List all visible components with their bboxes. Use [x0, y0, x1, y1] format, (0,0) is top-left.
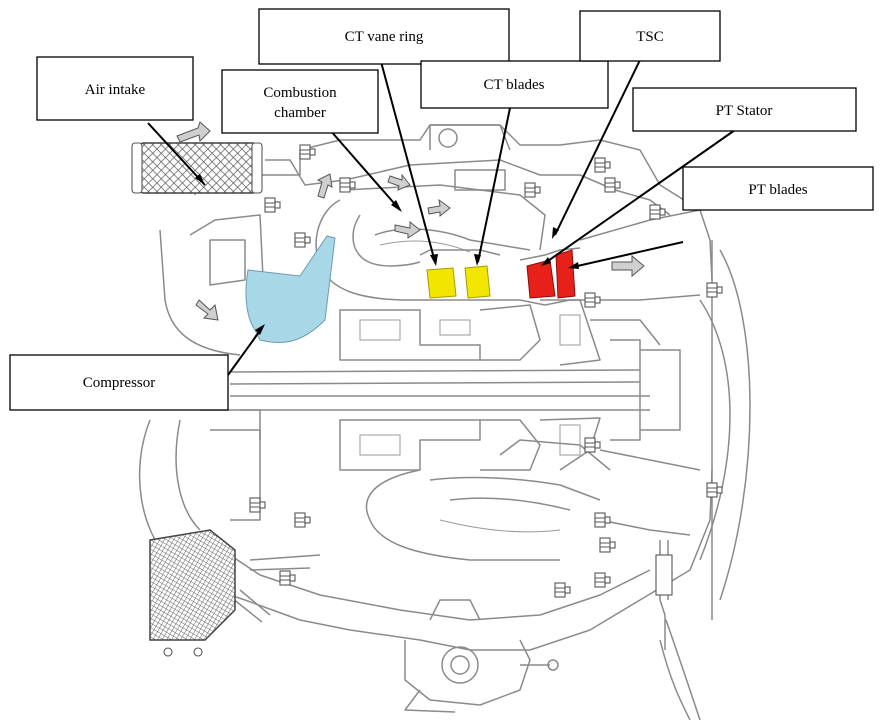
- flow-arrow-icon: [195, 299, 219, 321]
- label-air-intake: Air intake: [36, 56, 194, 121]
- engine-drawing: [138, 124, 751, 720]
- flow-arrow-icon: [427, 198, 451, 218]
- flow-arrow-icon: [176, 121, 211, 143]
- label-tsc-text: TSC: [636, 29, 664, 45]
- lower-intake-filter: [149, 529, 236, 641]
- pt-blades-highlight: [555, 249, 576, 299]
- label-combustion-chamber: Combustion chamber: [221, 69, 379, 134]
- label-compressor-text: Compressor: [83, 375, 156, 391]
- flow-arrow-icon: [316, 173, 333, 199]
- label-pt-blades-text: PT blades: [748, 182, 807, 198]
- leader-lines: [147, 57, 736, 376]
- upper-intake-filter: [137, 142, 259, 194]
- label-pt-stator: PT Stator: [632, 87, 857, 132]
- ct-blades-highlight: [464, 265, 491, 299]
- label-ct-blades-text: CT blades: [484, 77, 545, 93]
- flow-arrow-icon: [387, 173, 411, 191]
- flow-arrow-icon: [394, 220, 421, 239]
- flow-arrows: [176, 121, 645, 321]
- label-combustion-text-line2: chamber: [274, 105, 326, 121]
- label-pt-blades: PT blades: [682, 166, 874, 211]
- label-pt-stator-text: PT Stator: [716, 103, 773, 119]
- label-ct-vane-ring-text: CT vane ring: [345, 29, 424, 45]
- label-air-intake-text: Air intake: [85, 82, 146, 98]
- flow-arrow-icon: [611, 254, 645, 278]
- label-ct-vane-ring: CT vane ring: [258, 8, 510, 65]
- label-combustion-text-line1: Combustion: [263, 85, 337, 101]
- label-compressor: Compressor: [9, 354, 229, 411]
- compressor-highlight: [245, 235, 336, 344]
- pt-stator-highlight: [526, 259, 556, 299]
- ct-vane-ring-highlight: [426, 267, 457, 299]
- label-tsc: TSC: [579, 10, 721, 62]
- label-ct-blades: CT blades: [420, 60, 609, 109]
